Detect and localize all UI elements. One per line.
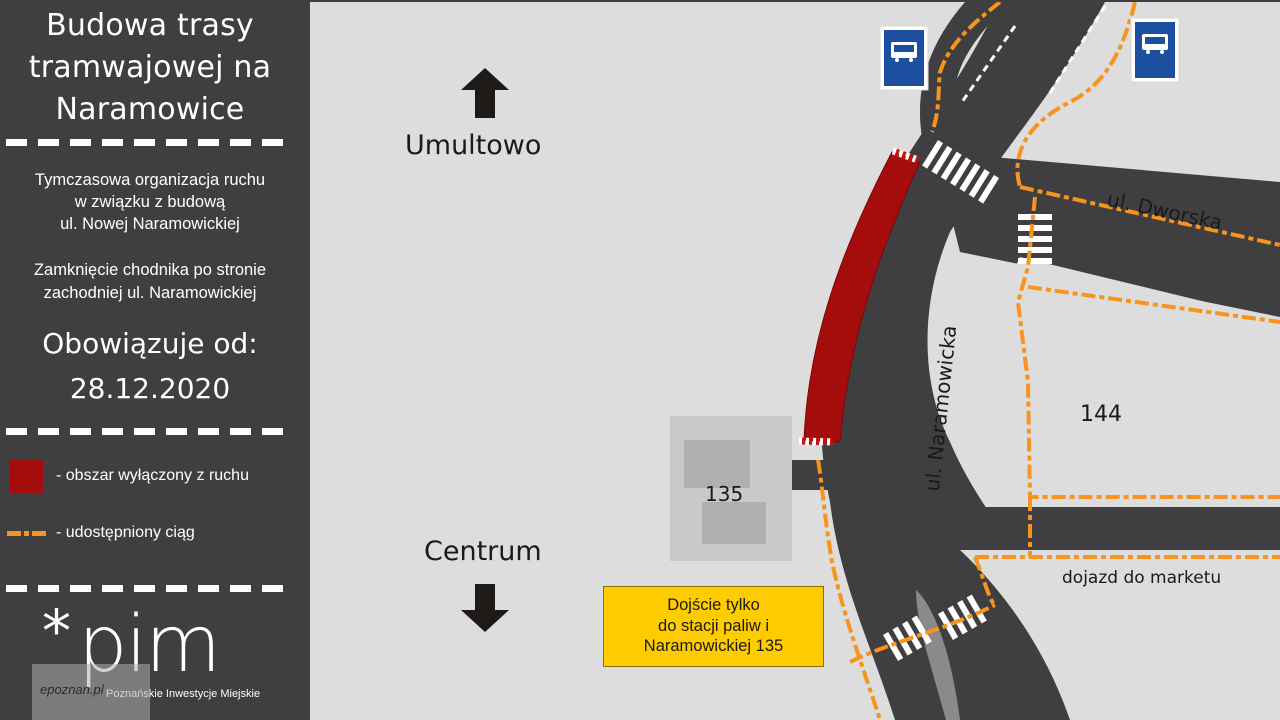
info-line: zachodniej ul. Naramowickiej (43, 284, 257, 302)
building-135-block (684, 440, 750, 488)
direction-north-label: Umultowo (405, 130, 542, 161)
watermark-box (32, 664, 150, 720)
title-line-3: Naramowice (55, 92, 245, 127)
info-line: Tymczasowa organizacja ruchu (34, 171, 266, 189)
island (1055, 2, 1130, 92)
bus-stop-sign-icon (879, 25, 929, 91)
market-access-label: dojazd do marketu (1062, 568, 1222, 588)
map-area: Umultowo Centrum ul. Dworska ul. Naramow… (310, 2, 1280, 720)
map-drawing (461, 2, 1280, 720)
building-135-block (702, 502, 766, 544)
shared-paths (816, 2, 1280, 720)
crossings (883, 140, 1052, 661)
pedestrian-notice: Dojście tylko do stacji paliw i Naramowi… (603, 586, 824, 667)
title-line-1: Budowa trasy (46, 8, 254, 43)
logo-star: * (42, 597, 71, 665)
info-line: w związku z budową (74, 193, 226, 211)
arrow-down-icon (461, 584, 509, 632)
divider-dashes (6, 139, 294, 146)
valid-from-label: Obowiązuje od: (42, 327, 258, 360)
bus-stop-sign-icon (1130, 17, 1180, 83)
closed-area (803, 151, 921, 443)
legend-shared-path-label: - udostępniony ciąg (56, 524, 195, 541)
median (916, 590, 960, 720)
legend-shared-path-swatch (7, 531, 47, 536)
info-line: Zamknięcie chodnika po stronie (33, 261, 267, 279)
info-line: ul. Nowej Naramowickiej (60, 215, 240, 233)
legend-closed-area-swatch (10, 460, 43, 493)
arrow-up-icon (461, 68, 509, 118)
legend-closed-area-label: - obszar wyłączony z ruchu (56, 467, 249, 484)
notice-line: Dojście tylko (667, 596, 760, 614)
notice-line: Naramowickiej 135 (643, 637, 784, 655)
divider-dashes (6, 428, 294, 435)
watermark-text: epoznan.pl (40, 682, 104, 697)
legend-sidebar: Budowa trasy tramwajowej na Naramowice T… (0, 0, 300, 720)
valid-from-date: 28.12.2020 (69, 372, 231, 405)
notice-line: do stacji paliw i (658, 616, 769, 635)
building-144-label: 144 (1080, 402, 1122, 427)
direction-south-label: Centrum (424, 536, 542, 567)
divider-dashes (6, 585, 294, 592)
building-135-label: 135 (705, 482, 744, 506)
island (960, 550, 1280, 720)
title-line-2: tramwajowej na (28, 50, 272, 85)
island (991, 257, 1280, 507)
